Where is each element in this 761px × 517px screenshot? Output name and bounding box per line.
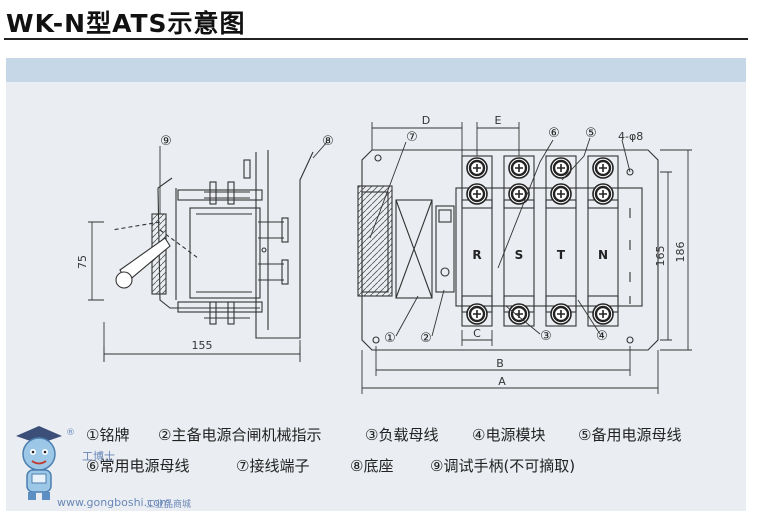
phase-label-n: N bbox=[598, 248, 608, 262]
legend-item-terminal-block: ⑦接线端子 bbox=[236, 457, 310, 475]
bus-terminals bbox=[465, 156, 615, 326]
callout-6-front: ⑥ bbox=[548, 126, 560, 141]
dim-d-label: D bbox=[422, 114, 430, 127]
mascot-logo bbox=[16, 426, 62, 500]
legend-item-load-busbar: ③负载母线 bbox=[365, 426, 439, 444]
legend-item-power-module: ④电源模块 bbox=[472, 426, 546, 444]
legend-item-mechanical-indicator: ②主备电源合闸机械指示 bbox=[158, 426, 322, 444]
side-view bbox=[111, 150, 314, 339]
dim-a-label: A bbox=[498, 375, 506, 388]
front-view-dimensions bbox=[361, 122, 692, 394]
watermark-subtitle: 工业品商城 bbox=[146, 500, 192, 510]
front-view bbox=[357, 149, 659, 351]
phase-label-t: T bbox=[557, 248, 566, 262]
side-view-dimensions bbox=[88, 221, 301, 362]
title-underline bbox=[4, 38, 748, 40]
watermark-site-url: www.gongboshi.com bbox=[57, 496, 171, 509]
dim-155-label: 155 bbox=[192, 339, 213, 352]
dim-c-label: C bbox=[473, 327, 481, 340]
registered-mark: ® bbox=[66, 428, 75, 438]
phase-label-s: S bbox=[515, 248, 524, 262]
callout-8-side: ⑧ bbox=[322, 134, 334, 149]
callout-9-side: ⑨ bbox=[160, 134, 172, 149]
page-title: WK-N型ATS示意图 bbox=[6, 9, 246, 38]
legend-item-base: ⑧底座 bbox=[350, 457, 394, 475]
phase-label-r: R bbox=[472, 248, 481, 262]
watermark-brand: 工博士 bbox=[82, 450, 115, 463]
dim-75-label: 75 bbox=[76, 255, 89, 269]
legend-item-backup-busbar: ⑤备用电源母线 bbox=[578, 426, 682, 444]
legend-item-test-handle: ⑨调试手柄(不可摘取) bbox=[430, 457, 576, 475]
callout-7-front: ⑦ bbox=[406, 130, 418, 145]
callout-1-front: ① bbox=[384, 331, 396, 346]
dim-4phi8-label: 4-φ8 bbox=[618, 130, 643, 143]
callout-4-front: ④ bbox=[596, 329, 608, 344]
panel-header-band bbox=[6, 58, 746, 82]
callout-2-front: ② bbox=[420, 331, 432, 346]
dim-e-label: E bbox=[495, 114, 502, 127]
callout-leaders-front bbox=[369, 137, 631, 337]
callout-leaders-side bbox=[159, 141, 328, 214]
callout-5-front: ⑤ bbox=[585, 126, 597, 141]
legend-item-normal-busbar: ⑥常用电源母线 bbox=[86, 457, 190, 475]
dim-b-label: B bbox=[496, 357, 504, 370]
dim-165-label: 165 bbox=[654, 246, 667, 267]
legend-item-nameplate: ①铭牌 bbox=[86, 426, 130, 444]
callout-3-front: ③ bbox=[540, 329, 552, 344]
dim-186-label: 186 bbox=[674, 242, 687, 263]
